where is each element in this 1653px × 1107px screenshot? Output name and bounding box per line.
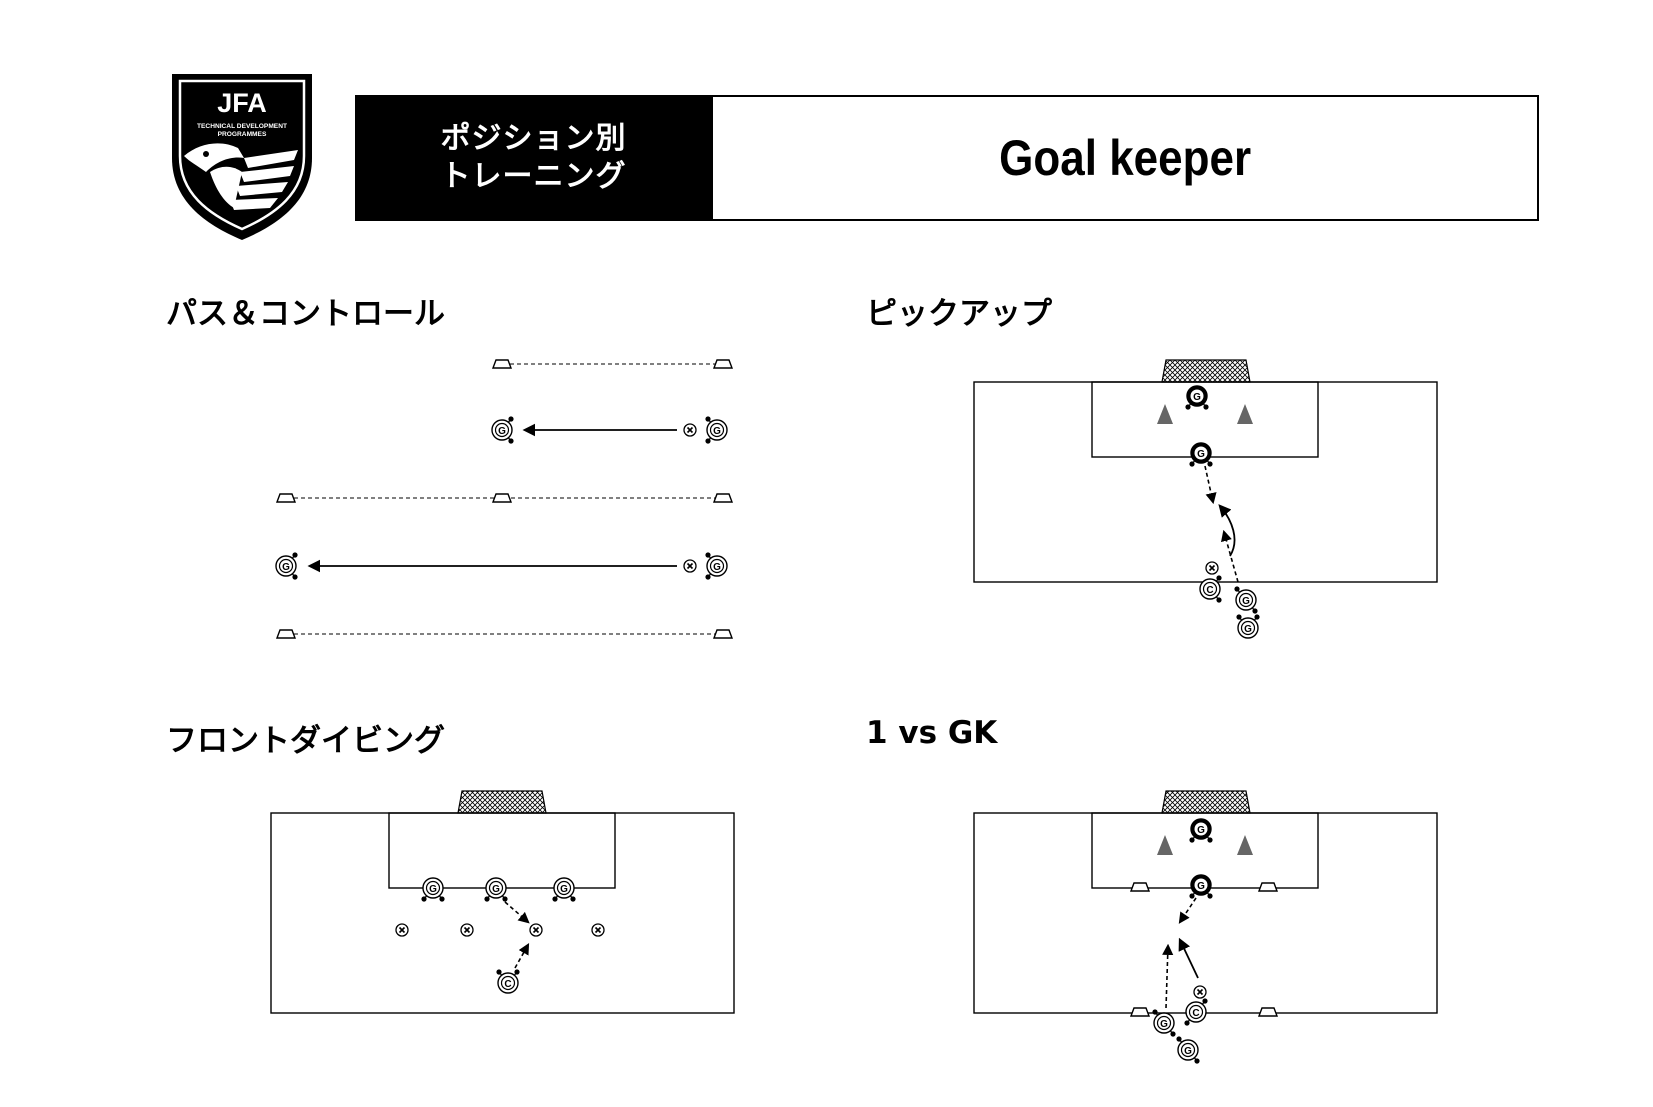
movement-arrow — [1221, 529, 1239, 583]
logo-line2: PROGRAMMES — [218, 131, 267, 138]
flat-marker-icon — [492, 359, 512, 369]
diagram-front-diving: G G G C — [270, 790, 735, 1014]
svg-text:G: G — [1244, 624, 1252, 635]
svg-text:G: G — [560, 884, 568, 895]
flat-marker-icon — [276, 629, 296, 639]
ball-icon — [460, 923, 474, 937]
ball-icon — [395, 923, 409, 937]
ball-icon — [683, 559, 697, 573]
category-line2: トレーニング — [440, 159, 627, 194]
player-icon: G — [1176, 1036, 1200, 1064]
movement-arrow — [1178, 897, 1197, 924]
player-icon: G — [1234, 586, 1258, 614]
goal-net-icon — [1161, 359, 1251, 383]
svg-text:G: G — [1242, 596, 1250, 607]
svg-text:G: G — [1197, 449, 1205, 460]
svg-text:G: G — [1184, 1046, 1192, 1057]
goal-net-icon — [1161, 790, 1251, 814]
logo-line1: TECHNICAL DEVELOPMENT — [197, 123, 287, 130]
jfa-logo: JFA TECHNICAL DEVELOPMENT PROGRAMMES — [172, 74, 312, 240]
flat-marker-icon — [1130, 1007, 1150, 1017]
svg-text:C: C — [1192, 1008, 1199, 1019]
ball-icon — [683, 423, 697, 437]
pitch-outline — [973, 381, 1438, 583]
player-icon: G — [705, 416, 728, 444]
diagram-pass-control: G G G G — [275, 359, 733, 639]
page-title-box: Goal keeper — [711, 95, 1539, 221]
movement-arrow — [1204, 465, 1217, 505]
ball-path-arrow — [1218, 504, 1236, 557]
section-title-pass-control: パス＆コントロール — [166, 296, 445, 332]
flat-marker-icon — [713, 359, 733, 369]
bird-emblem-icon — [184, 143, 298, 210]
svg-text:G: G — [1197, 825, 1205, 836]
svg-text:G: G — [713, 426, 721, 437]
player-icon: C — [1184, 998, 1208, 1026]
svg-text:G: G — [498, 426, 506, 437]
player-icon: G — [1236, 614, 1260, 639]
section-title-1vsgk: 1 vs GK — [866, 715, 998, 751]
goal-net-icon — [457, 790, 547, 814]
goalkeeper-active-player: G — [1189, 874, 1213, 899]
player-icon: G — [1152, 1009, 1176, 1037]
category-line1: ポジション別 — [440, 121, 627, 156]
svg-text:C: C — [504, 979, 511, 990]
svg-text:G: G — [492, 884, 500, 895]
player-icon: G — [484, 877, 508, 902]
flat-marker-icon — [1258, 1007, 1278, 1017]
goalkeeper-active-player: G — [1185, 385, 1209, 410]
page-title: Goal keeper — [999, 130, 1251, 186]
svg-text:G: G — [1160, 1019, 1168, 1030]
player-icon: C — [1199, 575, 1222, 603]
flat-marker-icon — [1258, 882, 1278, 892]
category-banner: ポジション別 トレーニング — [355, 95, 712, 221]
goalkeeper-active-player: G — [1189, 442, 1213, 467]
player-icon: G — [275, 552, 298, 580]
player-icon: G — [421, 877, 445, 902]
pitch-outline — [973, 812, 1438, 1014]
svg-text:G: G — [1193, 392, 1201, 403]
player-icon: C — [496, 969, 520, 994]
flat-marker-icon — [492, 493, 512, 503]
player-icon: G — [552, 877, 576, 902]
svg-text:G: G — [1197, 881, 1205, 892]
flat-marker-icon — [713, 629, 733, 639]
svg-text:C: C — [1206, 585, 1213, 596]
goalkeeper-active-player: G — [1189, 818, 1213, 843]
diagram-pickup: G G C G G — [973, 359, 1438, 639]
shot-arrow — [1178, 937, 1199, 979]
movement-arrow — [504, 901, 530, 924]
ball-icon — [1205, 561, 1219, 575]
section-title-front-diving: フロントダイビング — [166, 723, 445, 759]
movement-arrow — [514, 943, 530, 969]
svg-text:G: G — [713, 562, 721, 573]
ball-icon — [529, 923, 543, 937]
flat-marker-icon — [1130, 882, 1150, 892]
section-title-pickup: ピックアップ — [866, 296, 1052, 332]
player-icon: G — [705, 552, 728, 580]
flat-marker-icon — [276, 493, 296, 503]
diagram-1vsgk: G G C G G — [973, 790, 1438, 1064]
player-icon: G — [491, 416, 514, 444]
ball-icon — [1193, 985, 1207, 999]
flat-marker-icon — [713, 493, 733, 503]
svg-text:G: G — [282, 562, 290, 573]
ball-icon — [591, 923, 605, 937]
logo-abbrev: JFA — [217, 88, 267, 118]
svg-text:G: G — [429, 884, 437, 895]
movement-arrow — [1162, 943, 1174, 1009]
